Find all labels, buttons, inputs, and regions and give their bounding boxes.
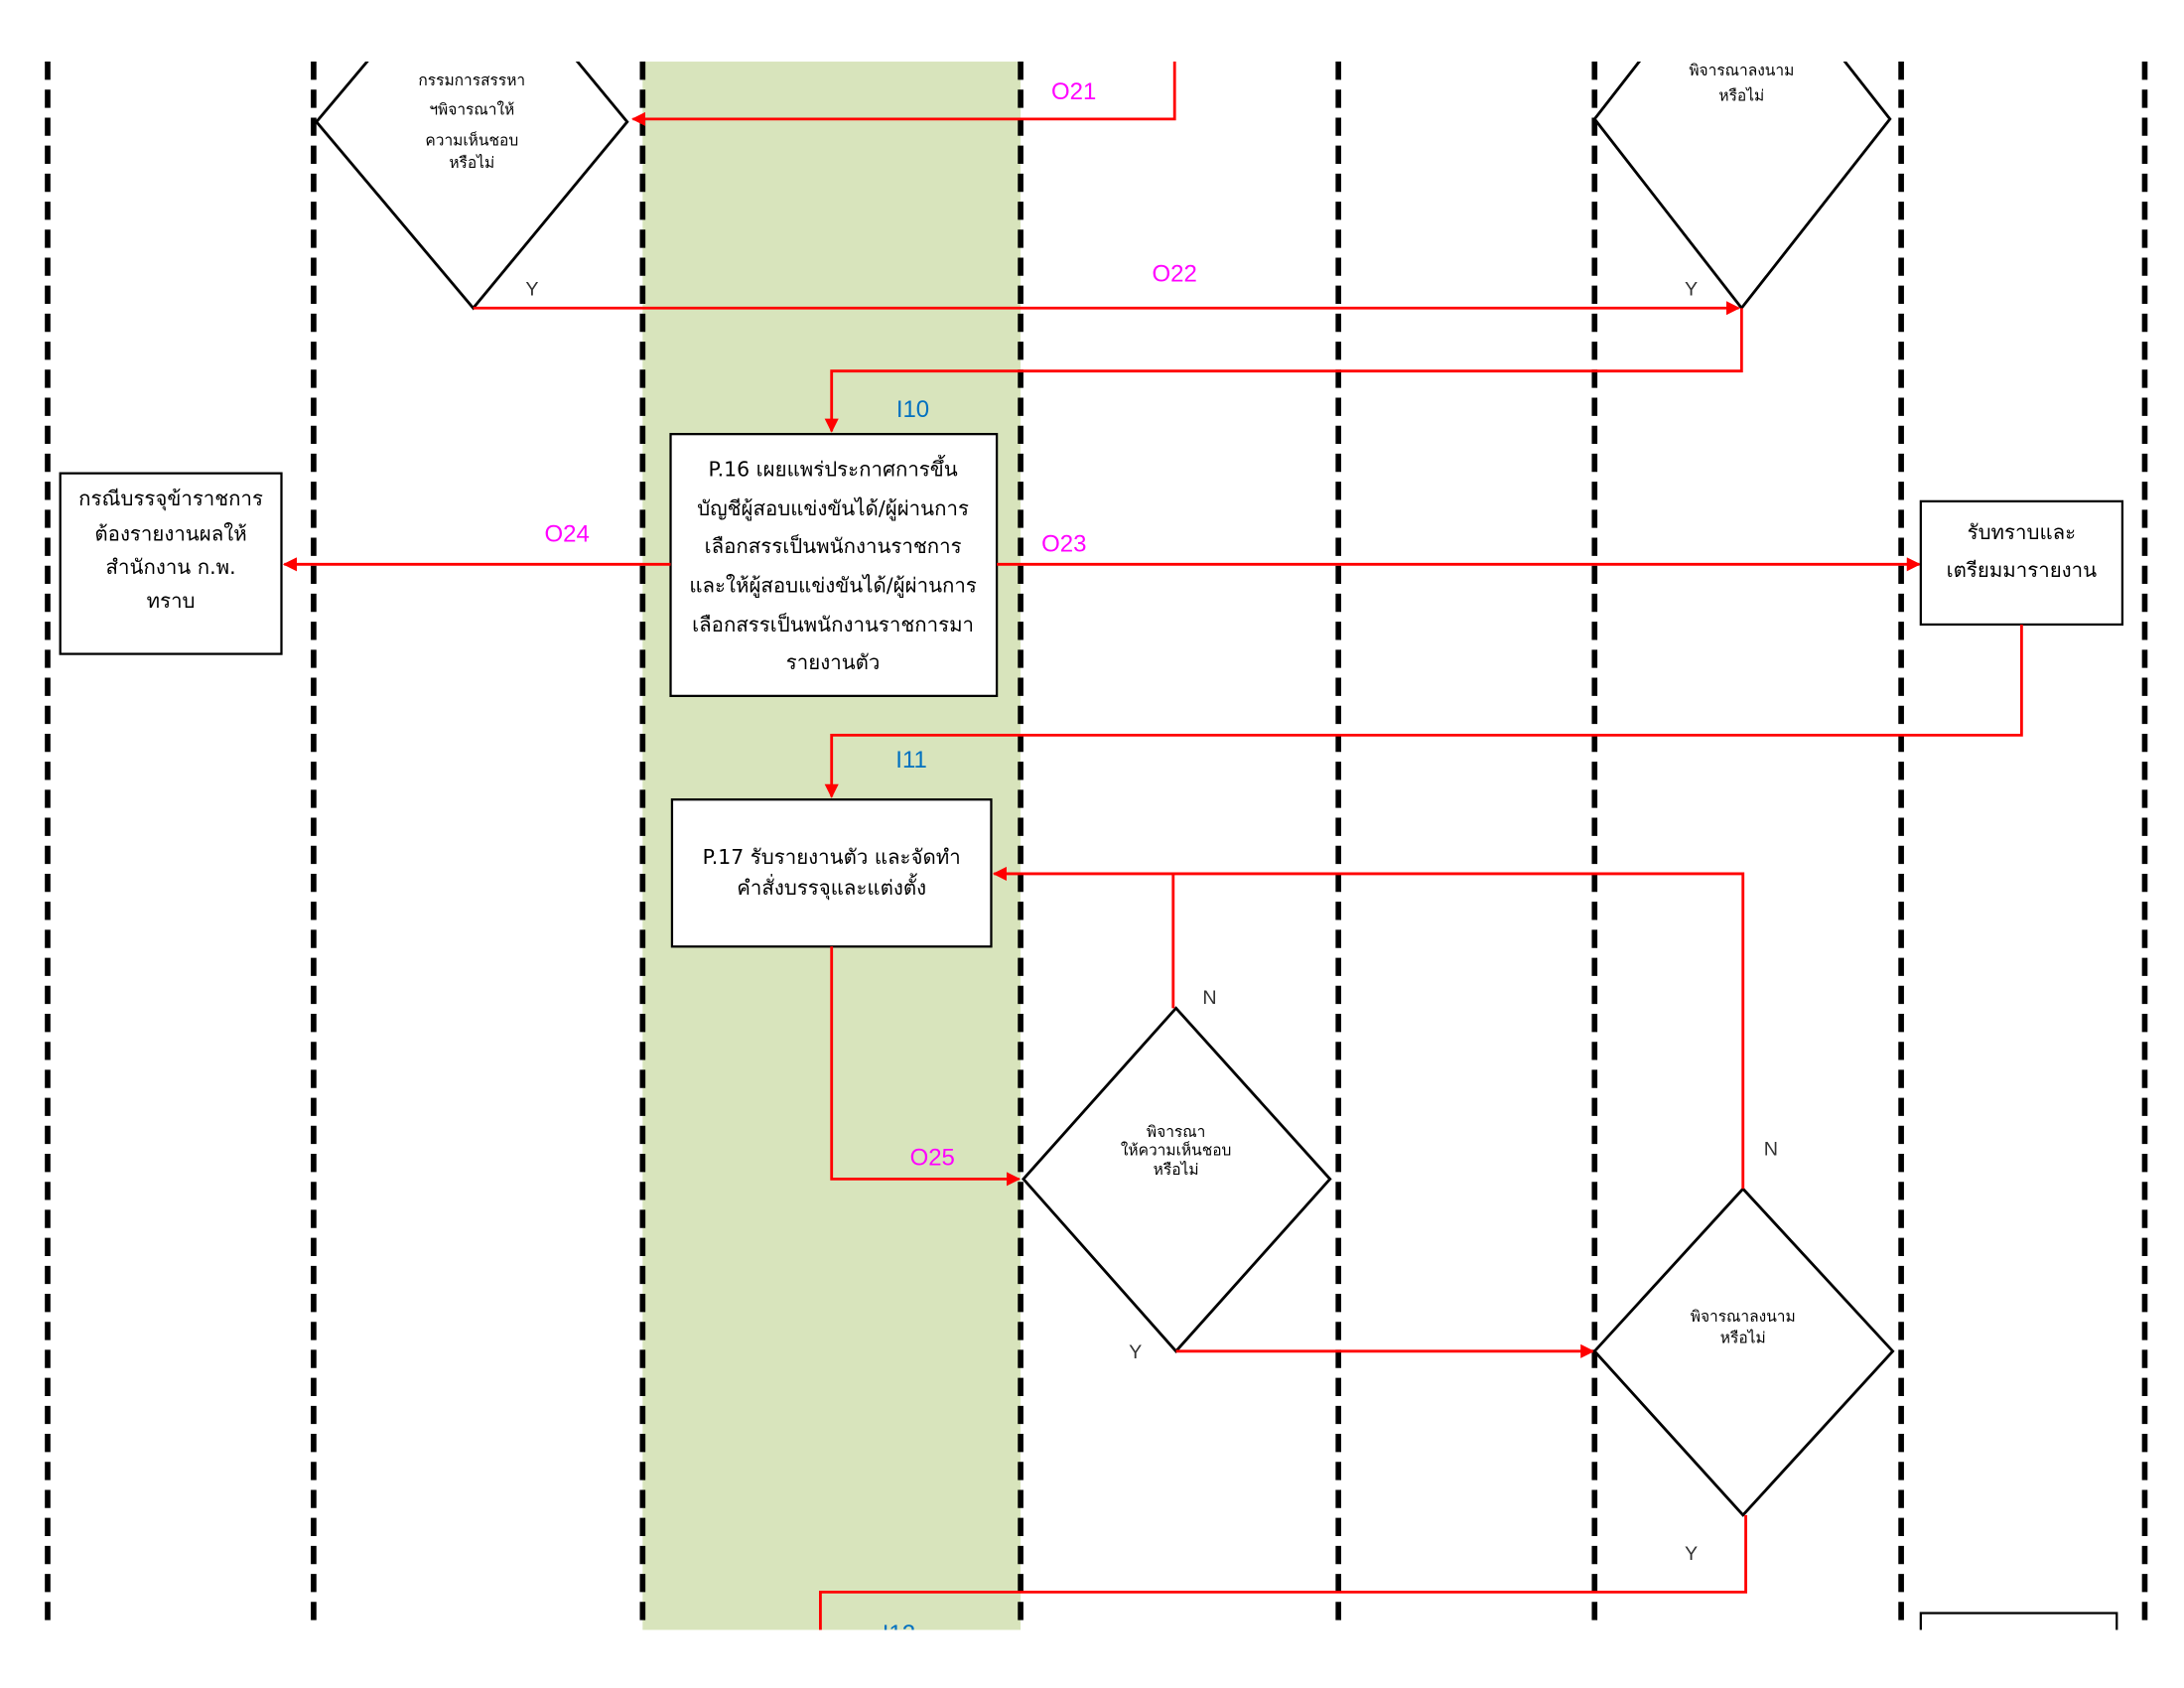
- svg-text:เตรียมมารายงาน: เตรียมมารายงาน: [1947, 558, 2098, 582]
- label-yes: Y: [525, 279, 538, 301]
- svg-text:ฯพิจารณาให้: ฯพิจารณาให้: [429, 101, 514, 119]
- svg-text:ต้องรายงานผลให้: ต้องรายงานผลให้: [94, 521, 246, 545]
- svg-text:รายงานตัว: รายงานตัว: [786, 650, 881, 674]
- process-report-ocsc: กรณีบรรจุข้าราชการ ต้องรายงานผลให้ สำนัก…: [59, 472, 283, 655]
- label-no: N: [1764, 1138, 1778, 1160]
- decision-sign-bottom: พิจารณาลงนาม หรือไม่: [1592, 1187, 1895, 1517]
- flow-i11: [824, 624, 2023, 798]
- svg-text:กรณีบรรจุข้าราชการ: กรณีบรรจุข้าราชการ: [78, 487, 263, 511]
- process-p16: P.16 เผยแพร่ประกาศการขึ้น บัญชีผู้สอบแข่…: [669, 433, 999, 697]
- label-i11: I11: [895, 747, 927, 774]
- svg-text:P.17 รับรายงานตัว และจัดทำ: P.17 รับรายงานตัว และจัดทำ: [703, 845, 961, 869]
- label-o21: O21: [1051, 78, 1096, 105]
- svg-text:หรือไม่: หรือไม่: [1720, 1329, 1766, 1346]
- label-yes: Y: [1129, 1341, 1142, 1363]
- label-o25: O25: [910, 1144, 955, 1171]
- process-p17: P.17 รับรายงานตัว และจัดทำ คำสั่งบรรจุแล…: [670, 798, 993, 948]
- svg-text:พิจารณา: พิจารณา: [1147, 1123, 1205, 1141]
- flow-o25: [830, 946, 1022, 1187]
- label-i12: I12: [883, 1620, 915, 1647]
- svg-text:พิจารณาลงนาม: พิจารณาลงนาม: [1689, 62, 1794, 79]
- svg-text:หรือไม่: หรือไม่: [1154, 1161, 1199, 1179]
- svg-text:P.16 เผยแพร่ประกาศการขึ้น: P.16 เผยแพร่ประกาศการขึ้น: [709, 454, 958, 481]
- label-yes: Y: [1685, 279, 1698, 301]
- svg-text:หรือไม่: หรือไม่: [449, 154, 494, 172]
- svg-text:และให้ผู้สอบแข่งขันได้/ผู้ผ่าน: และให้ผู้สอบแข่งขันได้/ผู้ผ่านการ: [689, 574, 977, 599]
- svg-text:คำสั่งบรรจุและแต่งตั้ง: คำสั่งบรรจุและแต่งตั้ง: [737, 873, 926, 901]
- svg-text:ทราบ: ทราบ: [147, 589, 196, 613]
- process-next-partial: [1919, 1612, 2118, 1630]
- lane-dividers: [45, 62, 2148, 1630]
- svg-text:รับทราบและ: รับทราบและ: [1968, 520, 2077, 544]
- svg-text:สำนักงาน ก.พ.: สำนักงาน ก.พ.: [106, 555, 236, 579]
- decision-approve: พิจารณา ให้ความเห็นชอบ หรือไม่: [1022, 1006, 1332, 1353]
- flow-i10: [824, 308, 1743, 433]
- label-no: N: [1202, 987, 1216, 1009]
- label-o22: O22: [1153, 260, 1197, 287]
- svg-text:พิจารณาลงนาม: พิจารณาลงนาม: [1691, 1308, 1796, 1326]
- process-acknowledge: รับทราบและ เตรียมมารายงาน: [1919, 499, 2124, 627]
- label-o23: O23: [1041, 531, 1086, 558]
- flow-o21: [631, 62, 1176, 126]
- svg-text:ความเห็นชอบ: ความเห็นชอบ: [425, 131, 518, 150]
- svg-text:กรรมการสรรหา: กรรมการสรรหา: [418, 71, 525, 89]
- decision-sign-top: พิจารณาลงนาม หรือไม่: [1592, 62, 1892, 311]
- flow-i12: [819, 1514, 1747, 1630]
- label-o24: O24: [545, 521, 590, 548]
- svg-text:หรือไม่: หรือไม่: [1718, 87, 1764, 105]
- svg-text:ให้ความเห็นชอบ: ให้ความเห็นชอบ: [1121, 1140, 1232, 1159]
- flow-sign-no: [1172, 872, 1745, 1190]
- label-yes: Y: [1685, 1543, 1698, 1565]
- svg-text:เลือกสรรเป็นพนักงานราชการ: เลือกสรรเป็นพนักงานราชการ: [705, 533, 962, 558]
- label-i10: I10: [896, 396, 929, 423]
- svg-text:เลือกสรรเป็นพนักงานราชการมา: เลือกสรรเป็นพนักงานราชการมา: [692, 612, 974, 636]
- decision-committee: กรรมการสรรหา ฯพิจารณาให้ ความเห็นชอบ หรื…: [314, 62, 629, 311]
- svg-text:บัญชีผู้สอบแข่งขันได้/ผู้ผ่านก: บัญชีผู้สอบแข่งขันได้/ผู้ผ่านการ: [697, 496, 969, 521]
